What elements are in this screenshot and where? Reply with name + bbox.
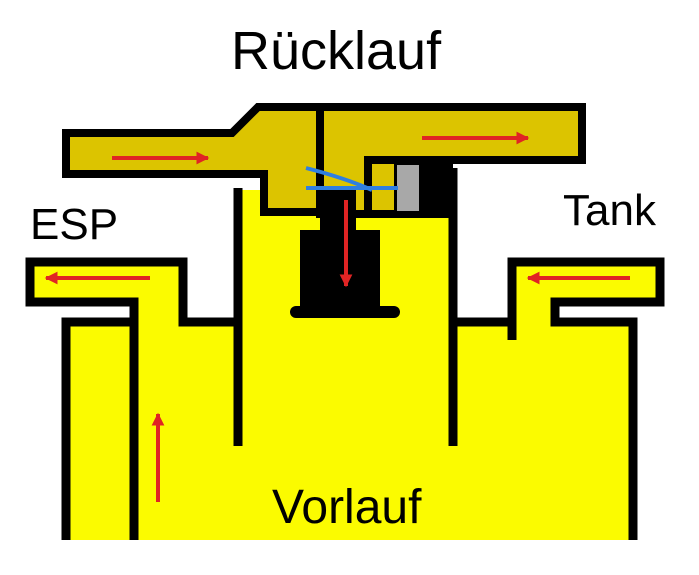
label-supply: Vorlauf (272, 481, 422, 534)
main-housing (30, 170, 660, 540)
label-esp: ESP (30, 200, 119, 249)
housing-outline-right (453, 257, 665, 540)
seal-insert (397, 165, 419, 211)
piston-plate (290, 306, 400, 318)
label-return: Rücklauf (231, 21, 442, 81)
return-pipe-right-lower (364, 160, 394, 218)
housing-outline-left (25, 257, 238, 540)
piston-stem-channel (330, 188, 356, 236)
valve-piston-body (314, 234, 368, 304)
label-tank: Tank (563, 186, 656, 235)
